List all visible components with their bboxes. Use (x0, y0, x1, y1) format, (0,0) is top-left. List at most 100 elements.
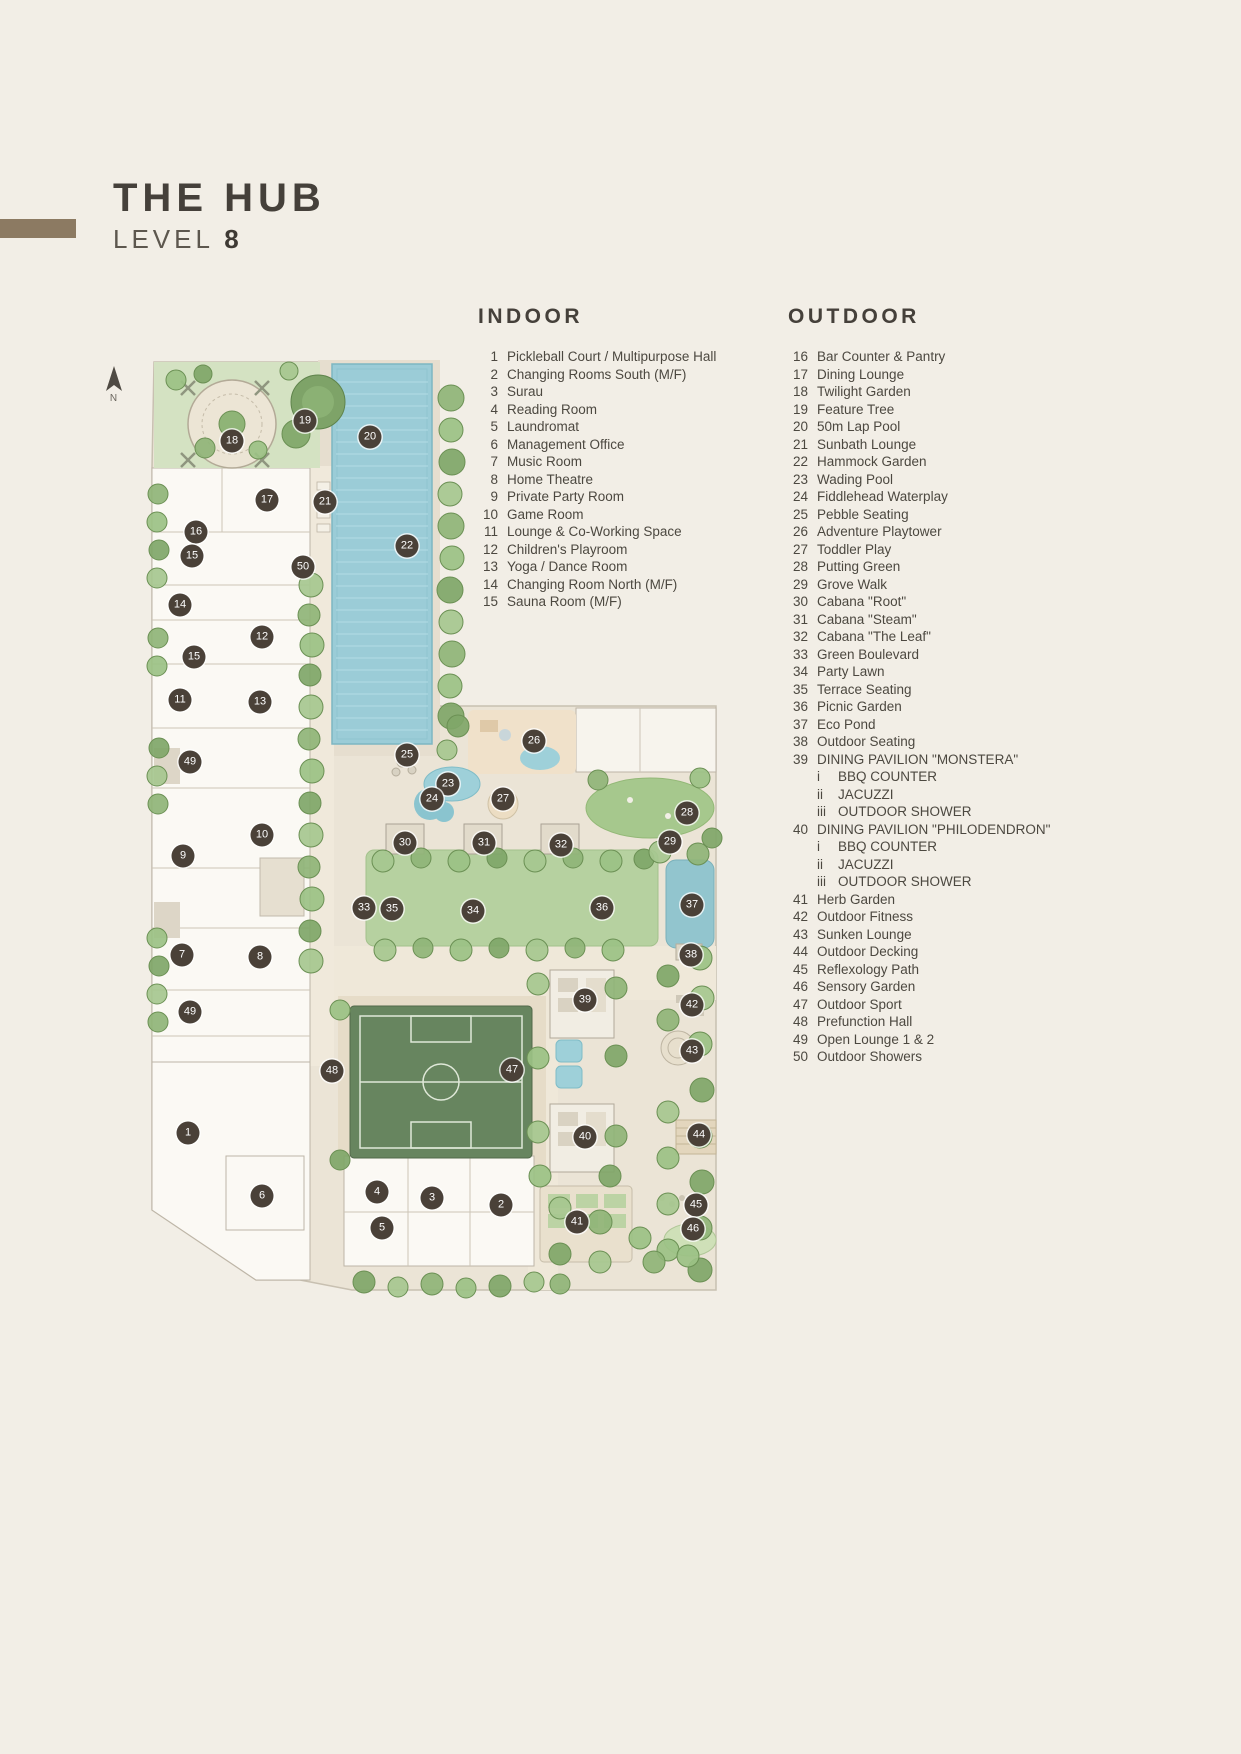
legend-item-number: 45 (792, 961, 808, 977)
legend-item-number: 32 (792, 629, 808, 644)
legend-item-number: 37 (792, 716, 808, 732)
legend-item-label: DINING PAVILION "MONSTERA" (817, 751, 1019, 767)
legend-item: 22 Hammock Garden (788, 453, 1148, 471)
legend-item-number: 19 (792, 401, 808, 417)
legend-item-number: 12 (482, 541, 498, 557)
plan-marker-14: 14 (168, 593, 192, 617)
legend-item-number: 3 (490, 384, 498, 399)
legend-item-number: 36 (792, 699, 808, 714)
plan-marker-17: 17 (255, 488, 279, 512)
legend-item-number: 34 (792, 664, 808, 679)
legend-item-label: Sauna Room (M/F) (507, 594, 622, 609)
plan-marker-36: 36 (590, 896, 614, 920)
legend-item-number: 7 (490, 454, 498, 469)
legend-item-label: Cabana "Root" (817, 594, 907, 609)
plan-marker-11: 11 (168, 688, 192, 712)
legend-item-number: ii (817, 786, 823, 802)
legend-item-number: ii (817, 856, 823, 872)
plan-marker-2: 2 (489, 1193, 513, 1217)
plan-marker-49: 49 (178, 750, 202, 774)
legend-item-label: Outdoor Sport (817, 996, 902, 1012)
plan-marker-1: 1 (176, 1121, 200, 1145)
plan-marker-32: 32 (549, 833, 573, 857)
legend-item-label: Sunbath Lounge (817, 436, 917, 452)
legend-item-label: BBQ COUNTER (838, 839, 938, 854)
legend-item-number: 44 (792, 944, 808, 959)
plan-marker-46: 46 (681, 1217, 705, 1241)
plan-marker-35: 35 (380, 897, 404, 921)
legend-item-label: Lounge & Co-Working Space (507, 524, 682, 539)
tree-icons (146, 361, 723, 1299)
plan-marker-33: 33 (352, 896, 376, 920)
plan-marker-15: 15 (180, 544, 204, 568)
legend-item-number: 24 (792, 489, 808, 504)
plan-marker-9: 9 (171, 844, 195, 868)
legend-item-label: OUTDOOR SHOWER (838, 874, 972, 889)
legend-item-number: 22 (792, 454, 808, 469)
legend-item-number: 30 (792, 594, 808, 609)
plan-marker-25: 25 (395, 743, 419, 767)
plan-marker-19: 19 (293, 409, 317, 433)
legend-item-label: Private Party Room (507, 489, 625, 504)
legend-item-number: 17 (792, 366, 808, 382)
plan-marker-50: 50 (291, 555, 315, 579)
plan-marker-39: 39 (573, 988, 597, 1012)
legend-item-number: 10 (482, 506, 498, 522)
plan-marker-31: 31 (472, 831, 496, 855)
plan-marker-13: 13 (248, 690, 272, 714)
legend-item-label: Wading Pool (817, 471, 894, 487)
legend-item-label: Open Lounge 1 & 2 (817, 1031, 935, 1047)
legend-item-number: 15 (482, 594, 498, 609)
legend-item-label: Twilight Garden (817, 384, 911, 399)
legend-item-number: 31 (792, 611, 808, 627)
legend-item-label: Putting Green (817, 559, 901, 574)
legend-item-number: 33 (792, 646, 808, 662)
plan-marker-37: 37 (680, 893, 704, 917)
legend-item-label: Changing Room North (M/F) (507, 576, 678, 592)
legend-item-number: 4 (490, 401, 498, 417)
legend-item-label: Hammock Garden (817, 454, 927, 469)
plan-marker-23: 23 (436, 772, 460, 796)
legend-item: 14 Changing Room North (M/F) (478, 576, 798, 594)
legend-item-label: Herb Garden (817, 891, 896, 907)
legend-item-number: 41 (792, 891, 808, 907)
legend-item-label: Dining Lounge (817, 366, 905, 382)
legend-item-number: 27 (792, 541, 808, 557)
plan-marker-12: 12 (250, 625, 274, 649)
legend-item-number: 14 (482, 576, 498, 592)
north-arrow-icon (106, 366, 122, 391)
plan-marker-5: 5 (370, 1216, 394, 1240)
plan-marker-40: 40 (573, 1125, 597, 1149)
legend-item-number: 6 (490, 436, 498, 452)
legend-item-number: 40 (792, 821, 808, 837)
plan-marker-30: 30 (393, 831, 417, 855)
legend-item-label: Reflexology Path (817, 961, 920, 977)
legend-item-label: Game Room (507, 506, 584, 522)
legend-item-number: iii (817, 874, 826, 889)
legend-item-label: Terrace Seating (817, 681, 912, 697)
plan-marker-47: 47 (500, 1058, 524, 1082)
legend-item: 17 Dining Lounge (788, 366, 1148, 384)
floor-plan-graphic (146, 360, 723, 1299)
